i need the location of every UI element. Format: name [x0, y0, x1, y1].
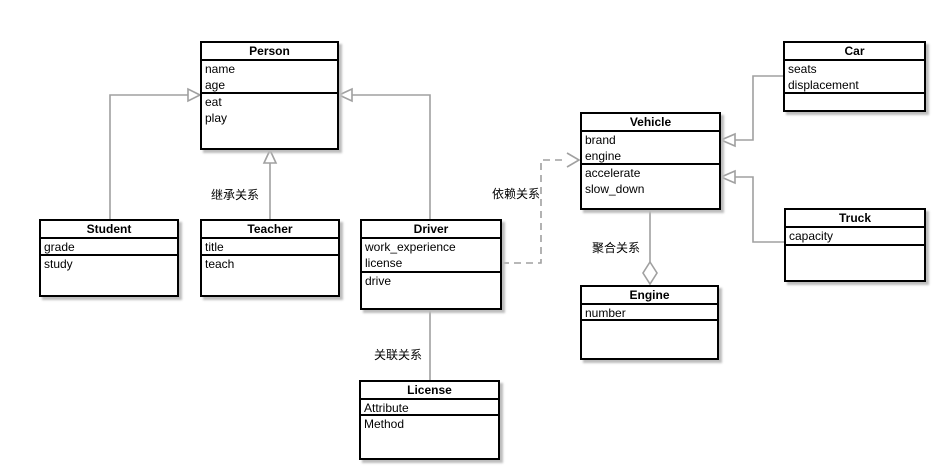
class-attributes: grade: [41, 239, 177, 256]
attribute: license: [365, 256, 403, 270]
edge-student-person: [109, 94, 188, 219]
class-methods: teach: [202, 256, 338, 295]
method: drive: [365, 274, 392, 288]
attribute: capacity: [789, 229, 834, 243]
edge-driver-vehicle-dashed: [502, 159, 567, 264]
class-attributes: number: [582, 305, 717, 321]
class-title: License: [361, 382, 498, 400]
edge-car-vehicle: [735, 75, 783, 141]
edge-truck-vehicle: [735, 176, 784, 243]
edge-driver-person: [352, 94, 431, 219]
class-title: Vehicle: [582, 114, 719, 132]
class-methods: study: [41, 256, 177, 295]
class-box-license: License Attribute Method: [359, 380, 500, 460]
attribute: title: [205, 240, 224, 254]
class-box-teacher: Teacher title teach: [200, 219, 340, 297]
class-box-car: Car seats displacement: [783, 41, 926, 112]
attribute: grade: [44, 240, 75, 254]
class-title: Student: [41, 221, 177, 239]
attribute: age: [205, 78, 226, 92]
attribute: work_experience: [365, 240, 456, 254]
attribute: engine: [585, 149, 622, 163]
class-title: Truck: [786, 210, 924, 228]
attribute: displacement: [788, 78, 859, 92]
class-box-truck: Truck capacity: [784, 208, 926, 282]
class-title: Driver: [362, 221, 500, 239]
class-box-engine: Engine number: [580, 285, 719, 360]
method: accelerate: [585, 166, 641, 180]
method: Method: [364, 417, 405, 431]
method: eat: [205, 95, 222, 109]
class-methods: eat play: [202, 94, 337, 148]
dependency-open-arrow-icon: [566, 152, 581, 168]
method: play: [205, 111, 228, 125]
class-attributes: brand engine: [582, 132, 719, 165]
class-methods: Method: [361, 416, 498, 458]
class-methods: [785, 94, 924, 110]
inheritance-triangle-icon: [262, 148, 278, 164]
class-methods: drive: [362, 273, 500, 308]
attribute: name: [205, 62, 236, 76]
edge-label-inheritance: 继承关系: [211, 188, 260, 202]
inheritance-triangle-icon: [718, 169, 736, 185]
attribute: seats: [788, 62, 817, 76]
class-title: Car: [785, 43, 924, 61]
attribute: brand: [585, 133, 616, 147]
class-attributes: seats displacement: [785, 61, 924, 94]
class-box-vehicle: Vehicle brand engine accelerate slow_dow…: [580, 112, 721, 210]
class-title: Engine: [582, 287, 717, 305]
edge-label-association: 关联关系: [374, 348, 423, 362]
class-box-driver: Driver work_experience license drive: [360, 219, 502, 310]
method: study: [44, 257, 73, 271]
aggregation-diamond-icon: [642, 260, 658, 286]
class-attributes: title: [202, 239, 338, 256]
class-title: Person: [202, 43, 337, 61]
edge-label-dependency: 依赖关系: [492, 187, 541, 201]
class-attributes: name age: [202, 61, 337, 94]
method: teach: [205, 257, 235, 271]
class-attributes: capacity: [786, 228, 924, 246]
class-box-person: Person name age eat play: [200, 41, 339, 150]
class-title: Teacher: [202, 221, 338, 239]
class-attributes: Attribute: [361, 400, 498, 416]
class-attributes: work_experience license: [362, 239, 500, 273]
attribute: number: [585, 306, 626, 320]
edge-label-aggregation: 聚合关系: [592, 241, 641, 255]
inheritance-triangle-icon: [718, 132, 736, 148]
attribute: Attribute: [364, 401, 409, 415]
class-box-student: Student grade study: [39, 219, 179, 297]
inheritance-triangle-icon: [187, 87, 202, 103]
class-methods: [582, 321, 717, 358]
method: slow_down: [585, 182, 645, 196]
inheritance-triangle-icon: [337, 87, 353, 103]
class-methods: [786, 246, 924, 280]
class-methods: accelerate slow_down: [582, 165, 719, 208]
